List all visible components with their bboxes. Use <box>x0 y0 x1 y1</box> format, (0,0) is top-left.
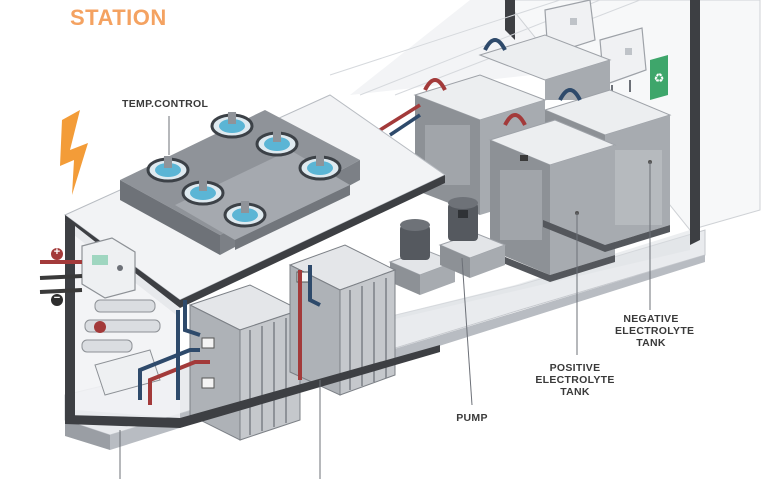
cooling-fans <box>146 112 342 228</box>
plus-terminal-icon <box>51 248 63 260</box>
container-floor <box>65 345 440 479</box>
negative-electrolyte-tank-label: NEGATIVE ELECTROLYTE TANK <box>615 313 695 349</box>
recycle-sign-icon: ♻ <box>650 55 668 100</box>
station-title: STATION <box>70 5 167 30</box>
negative-label-line3: TANK <box>636 337 666 349</box>
temp-control-label: TEMP.CONTROL <box>122 98 209 110</box>
tank-positive-front <box>488 119 617 275</box>
negative-label-line2: ELECTROLYTE <box>615 325 695 337</box>
cell-stack-2 <box>288 244 397 396</box>
negative-label-line1: NEGATIVE <box>623 313 679 325</box>
plus-symbol: + <box>53 246 61 258</box>
leader-lines <box>168 116 651 406</box>
pump-left <box>388 219 457 295</box>
minus-symbol: − <box>53 292 61 304</box>
tank-back-right <box>478 34 612 100</box>
pump-right <box>438 197 507 278</box>
tank-pipe-loops <box>423 38 582 126</box>
svg-text:♻: ♻ <box>654 71 665 85</box>
wall-control-box-2 <box>599 27 647 95</box>
back-pipes <box>379 103 421 137</box>
power-cables <box>39 248 83 306</box>
pump-label: PUMP <box>456 412 488 424</box>
electric-cabinet <box>81 237 136 299</box>
positive-label-line2: ELECTROLYTE <box>535 374 615 386</box>
positive-label-line3: TANK <box>560 386 590 398</box>
positive-electrolyte-tank-label: POSITIVE ELECTROLYTE TANK <box>530 362 620 398</box>
positive-label-line1: POSITIVE <box>549 362 601 374</box>
left-wall-pipes <box>81 299 161 396</box>
lightning-icon <box>60 110 88 195</box>
front-pipes <box>138 265 321 405</box>
minus-terminal-icon <box>51 294 63 306</box>
